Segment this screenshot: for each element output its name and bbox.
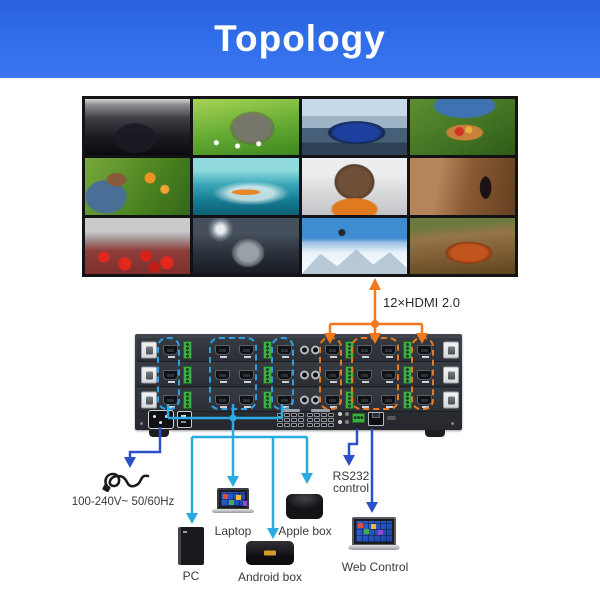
- wall-panel-poppies: [85, 217, 191, 274]
- rs232-control-label: RS232 control: [332, 469, 370, 495]
- hdmi-port-icon: [215, 344, 230, 358]
- hdmi-port-icon: [357, 369, 372, 383]
- wall-panel-sports-car: [301, 99, 407, 156]
- web-control-label: Web Control: [341, 560, 409, 574]
- bnc-connector-icon: [300, 345, 309, 354]
- power-switch-icon: [177, 411, 192, 428]
- device-bottom-panel: [135, 408, 462, 430]
- hdmi-input-group-outline-3: [271, 337, 294, 410]
- wall-panel-fashion-runway: [85, 99, 191, 156]
- terminal-block-icon: [345, 390, 354, 409]
- io-module-icon: [443, 391, 459, 408]
- wall-panel-boy-fruit: [85, 158, 191, 215]
- matrix-switcher-rear-panel: [135, 334, 462, 437]
- hdmi-port-icon: [239, 369, 254, 383]
- bnc-connector-icon: [300, 370, 309, 379]
- hdmi-port-icon: [325, 369, 340, 383]
- keypad-input-label-strip: [281, 409, 300, 412]
- wall-panel-red-panda: [409, 217, 515, 274]
- pc-tower-icon: [178, 527, 204, 565]
- wall-panel-surfer: [193, 158, 299, 215]
- screw-icon: [451, 422, 454, 425]
- hdmi-output-group-outline-2: [351, 337, 399, 410]
- screw-icon: [140, 422, 143, 425]
- hdmi-port-icon: [381, 344, 396, 358]
- bnc-connector-icon: [300, 395, 309, 404]
- hdmi-port-icon: [239, 344, 254, 358]
- terminal-block-icon: [345, 365, 354, 384]
- arrow-to-apple-box: [301, 473, 313, 484]
- device-foot: [149, 430, 169, 437]
- hdmi-output-group-outline-1: [319, 337, 342, 410]
- front-keypad: [277, 409, 334, 427]
- android-box-label: Android box: [237, 570, 303, 584]
- wall-panel-orange-coat: [301, 158, 407, 215]
- pc-label: PC: [182, 569, 200, 583]
- hdmi-port-icon: [357, 344, 372, 358]
- hdmi-port-icon: [277, 369, 292, 383]
- laptop-label: Laptop: [214, 524, 252, 538]
- hdmi-port-icon: [381, 369, 396, 383]
- io-card-row: [137, 338, 460, 362]
- terminal-block-icon: [183, 340, 192, 359]
- arrow-to-web-control: [366, 502, 378, 513]
- rs232-terminal-icon: [352, 413, 365, 423]
- io-module-icon: [443, 366, 459, 383]
- apple-box-label: Apple box: [278, 524, 332, 538]
- terminal-block-icon: [183, 390, 192, 409]
- power-cord-icon: [101, 464, 157, 496]
- status-led-icons: [338, 412, 342, 416]
- hdmi-port-icon: [163, 369, 178, 383]
- wall-panel-moon-girl: [193, 217, 299, 274]
- io-module-icon: [141, 366, 157, 383]
- hdmi-port-icon: [417, 369, 432, 383]
- io-module-icon: [141, 341, 157, 358]
- keypad-output-label-strip: [311, 409, 330, 412]
- hdmi-port-icon: [357, 394, 372, 408]
- wall-panel-kitten: [193, 99, 299, 156]
- hdmi-outputs-label: 12×HDMI 2.0: [383, 295, 460, 310]
- hdmi-output-group-outline-3: [411, 337, 434, 410]
- orange-junction-dot: [371, 320, 379, 328]
- arrow-up-to-wall: [369, 278, 381, 290]
- wall-panel-tomato-basket: [409, 99, 515, 156]
- arrow-to-rs232: [343, 455, 355, 466]
- lan-rj45-port-icon: [368, 412, 384, 426]
- hdmi-port-icon: [215, 369, 230, 383]
- terminal-block-icon: [183, 365, 192, 384]
- io-card-row: [137, 363, 460, 387]
- web-control-laptop-icon: [347, 517, 401, 550]
- device-foot: [425, 430, 445, 437]
- usb-port-icon: [387, 416, 396, 420]
- arrow-to-laptop: [227, 476, 239, 487]
- wall-panel-snowboarder: [301, 217, 407, 274]
- terminal-block-icon: [345, 340, 354, 359]
- io-module-icon: [141, 391, 157, 408]
- android-box-icon: [246, 541, 294, 565]
- page-title: Topology: [214, 18, 386, 59]
- io-card-rows: [137, 338, 460, 413]
- header-banner: Topology: [0, 0, 600, 78]
- arrow-to-pc: [186, 513, 198, 524]
- hdmi-input-group-outline-1: [157, 337, 180, 410]
- apple-box-icon: [286, 494, 323, 519]
- arrow-to-android-box: [267, 528, 279, 539]
- hdmi-input-group-outline-2: [209, 337, 257, 410]
- keypad-output-group: [307, 409, 334, 427]
- video-wall: [82, 96, 518, 277]
- io-module-icon: [443, 341, 459, 358]
- laptop-icon: [211, 488, 255, 513]
- keypad-input-group: [277, 409, 304, 427]
- wall-panel-canyon: [409, 158, 515, 215]
- ac-power-inlet-icon: [148, 410, 174, 429]
- power-spec-label: 100-240V~ 50/60Hz: [71, 496, 175, 508]
